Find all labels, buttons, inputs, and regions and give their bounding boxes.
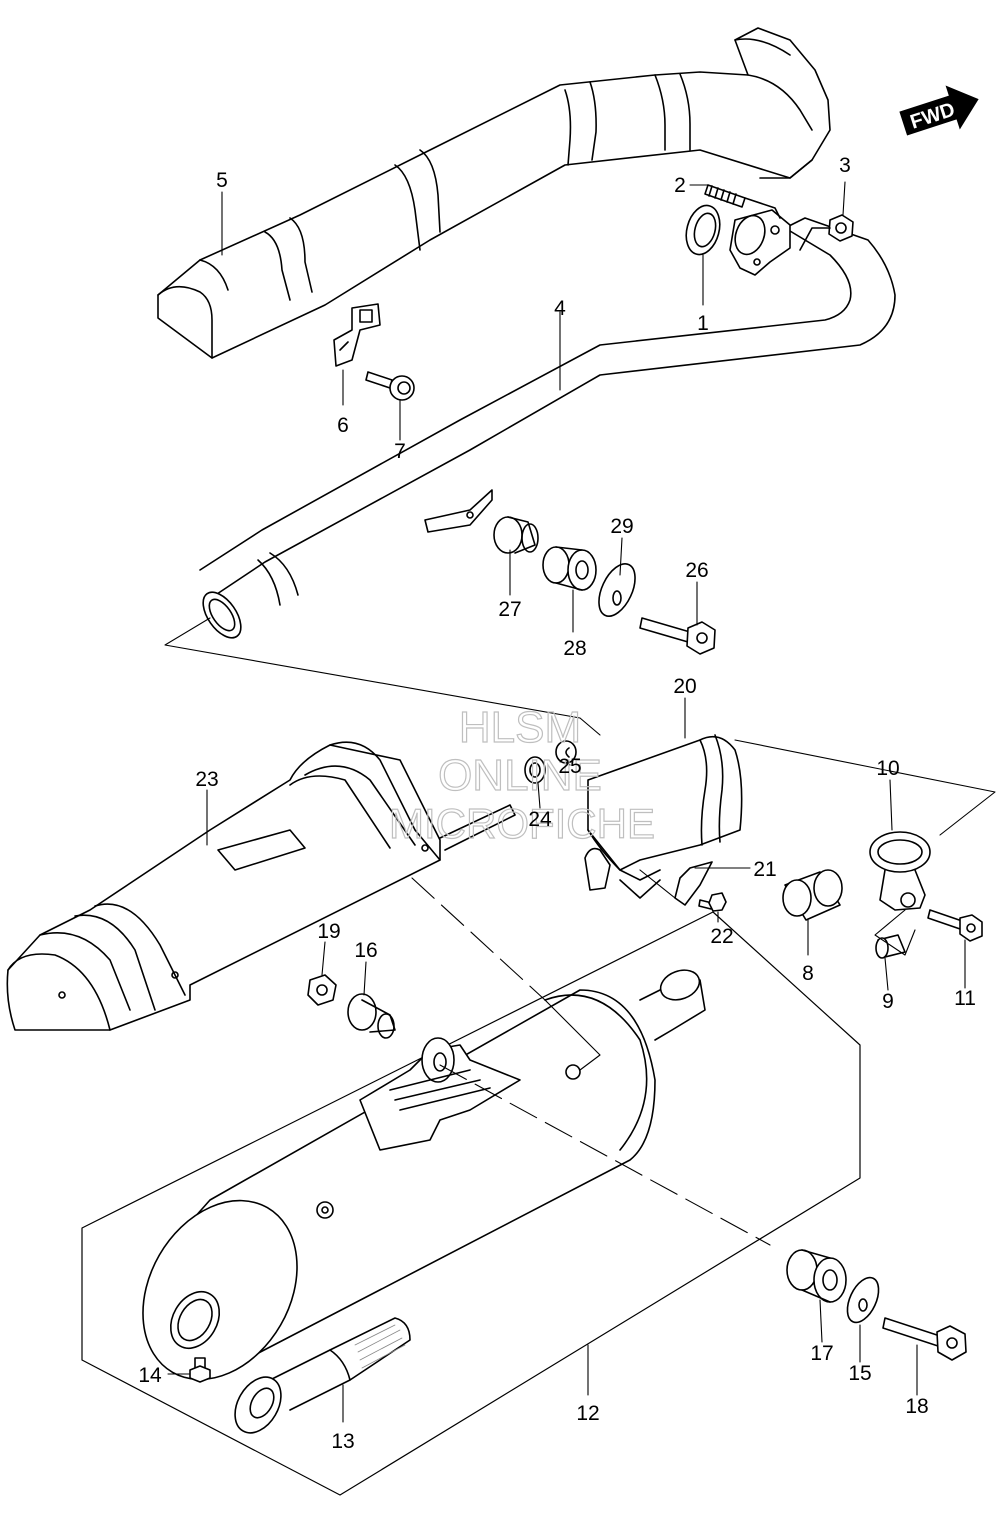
watermark-line-1: HLSM	[459, 703, 581, 752]
assembly-guide-lines	[164, 617, 996, 1246]
callout-2: 2	[674, 174, 686, 197]
callout-23: 23	[195, 768, 218, 791]
callout-22: 22	[710, 925, 733, 948]
part-18-bolt[interactable]	[883, 1318, 966, 1360]
part-17-rubber-mount[interactable]	[787, 1250, 846, 1302]
callout-19: 19	[317, 920, 340, 943]
part-11-bolt[interactable]	[928, 910, 982, 941]
callout-5: 5	[216, 169, 228, 192]
watermark: HLSM ONLINE MICROFICHE	[388, 702, 655, 847]
part-3-nut[interactable]	[800, 215, 853, 250]
callout-29: 29	[610, 515, 633, 538]
part-4-exhaust-pipe[interactable]	[196, 210, 895, 644]
part-8-cushion[interactable]	[783, 870, 842, 920]
part-20-muffler-end-cover[interactable]	[585, 735, 742, 898]
part-23-muffler-cover[interactable]	[7, 742, 515, 1030]
callout-18: 18	[905, 1395, 928, 1418]
callout-3: 3	[839, 154, 851, 177]
leader-lines	[167, 181, 966, 1423]
callout-8: 8	[802, 962, 814, 985]
part-16-collar[interactable]	[348, 994, 395, 1038]
part-5-heat-shield[interactable]	[158, 28, 830, 358]
fwd-label: FWD	[908, 99, 958, 134]
part-25-collar[interactable]	[556, 741, 576, 763]
part-26-bolt[interactable]	[640, 618, 715, 654]
callout-4: 4	[554, 297, 566, 320]
part-24-rubber-grommet[interactable]	[525, 757, 545, 783]
callout-25: 25	[558, 755, 581, 778]
callout-24: 24	[528, 808, 552, 831]
part-22-screw[interactable]	[699, 893, 726, 911]
part-14-screw[interactable]	[190, 1358, 210, 1382]
callout-21: 21	[753, 858, 776, 881]
callout-20: 20	[673, 675, 696, 698]
part-10-clamp[interactable]	[870, 832, 930, 910]
callout-1: 1	[697, 312, 709, 335]
part-15-washer[interactable]	[841, 1273, 885, 1327]
callout-28: 28	[563, 637, 586, 660]
watermark-line-2: ONLINE	[438, 751, 602, 800]
part-13-silencer-insert[interactable]	[226, 1318, 410, 1441]
callout-14: 14	[138, 1364, 162, 1387]
callout-12: 12	[576, 1402, 599, 1425]
part-1-gasket[interactable]	[681, 202, 725, 259]
callout-6: 6	[337, 414, 349, 437]
callout-11: 11	[954, 987, 976, 1010]
part-28-rubber-mount[interactable]	[543, 547, 596, 590]
part-2-stud-bolt[interactable]	[705, 185, 780, 218]
part-6-bracket[interactable]	[334, 304, 380, 366]
watermark-line-3: MICROFICHE	[389, 800, 655, 847]
callout-27: 27	[498, 598, 521, 621]
callout-15: 15	[848, 1362, 871, 1385]
callout-7: 7	[394, 440, 406, 463]
callout-17: 17	[810, 1342, 833, 1365]
callout-26: 26	[685, 559, 708, 582]
part-7-bolt[interactable]	[366, 372, 414, 400]
callout-10: 10	[876, 757, 899, 780]
part-27-collar[interactable]	[494, 517, 538, 553]
part-29-washer[interactable]	[592, 558, 643, 621]
callout-16: 16	[354, 939, 377, 962]
callout-labels: 1 2 3 4 5 6 7 8 9 10 11 12 13 14 15 16 1…	[138, 154, 976, 1453]
callout-13: 13	[331, 1430, 354, 1453]
callout-9: 9	[882, 990, 894, 1013]
fwd-direction-badge: FWD	[899, 85, 979, 136]
part-12-muffler[interactable]	[82, 912, 860, 1495]
part-19-nut[interactable]	[308, 975, 336, 1005]
